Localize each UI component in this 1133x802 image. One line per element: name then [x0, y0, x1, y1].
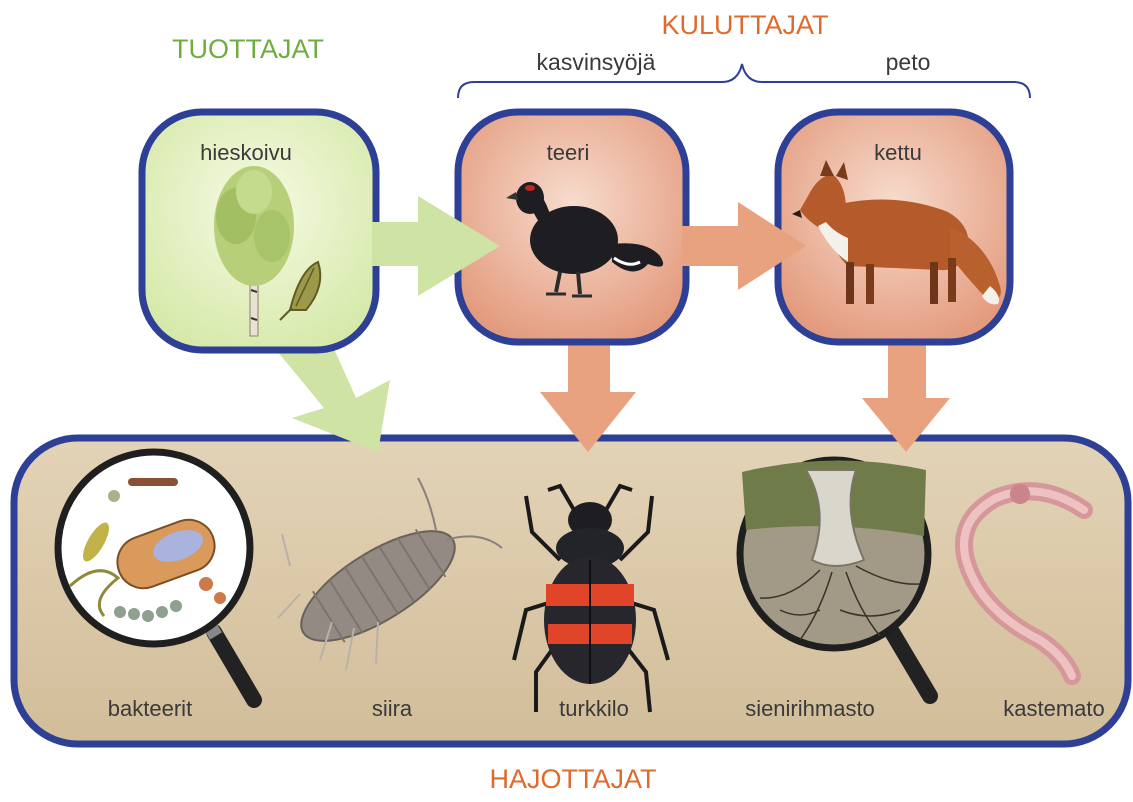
birch-label: hieskoivu [200, 140, 292, 165]
decomposers-title: HAJOTTAJAT [490, 764, 657, 794]
woodlouse-label: siira [372, 696, 413, 721]
consumers-title: KULUTTAJAT [661, 10, 828, 40]
earthworm-label: kastemato [1003, 696, 1105, 721]
fox-label: kettu [874, 140, 922, 165]
mycelium-label: sienirihmasto [745, 696, 875, 721]
predator-label: peto [886, 49, 931, 75]
herbivore-label: kasvinsyöjä [537, 49, 656, 75]
arrow-grouse-to-decomposers [540, 332, 636, 452]
bacteria-label: bakteerit [108, 696, 192, 721]
grouse-label: teeri [547, 140, 590, 165]
arrow-fox-to-decomposers [862, 332, 950, 452]
beetle-label: turkkilo [559, 696, 629, 721]
producers-title: TUOTTAJAT [172, 34, 324, 64]
